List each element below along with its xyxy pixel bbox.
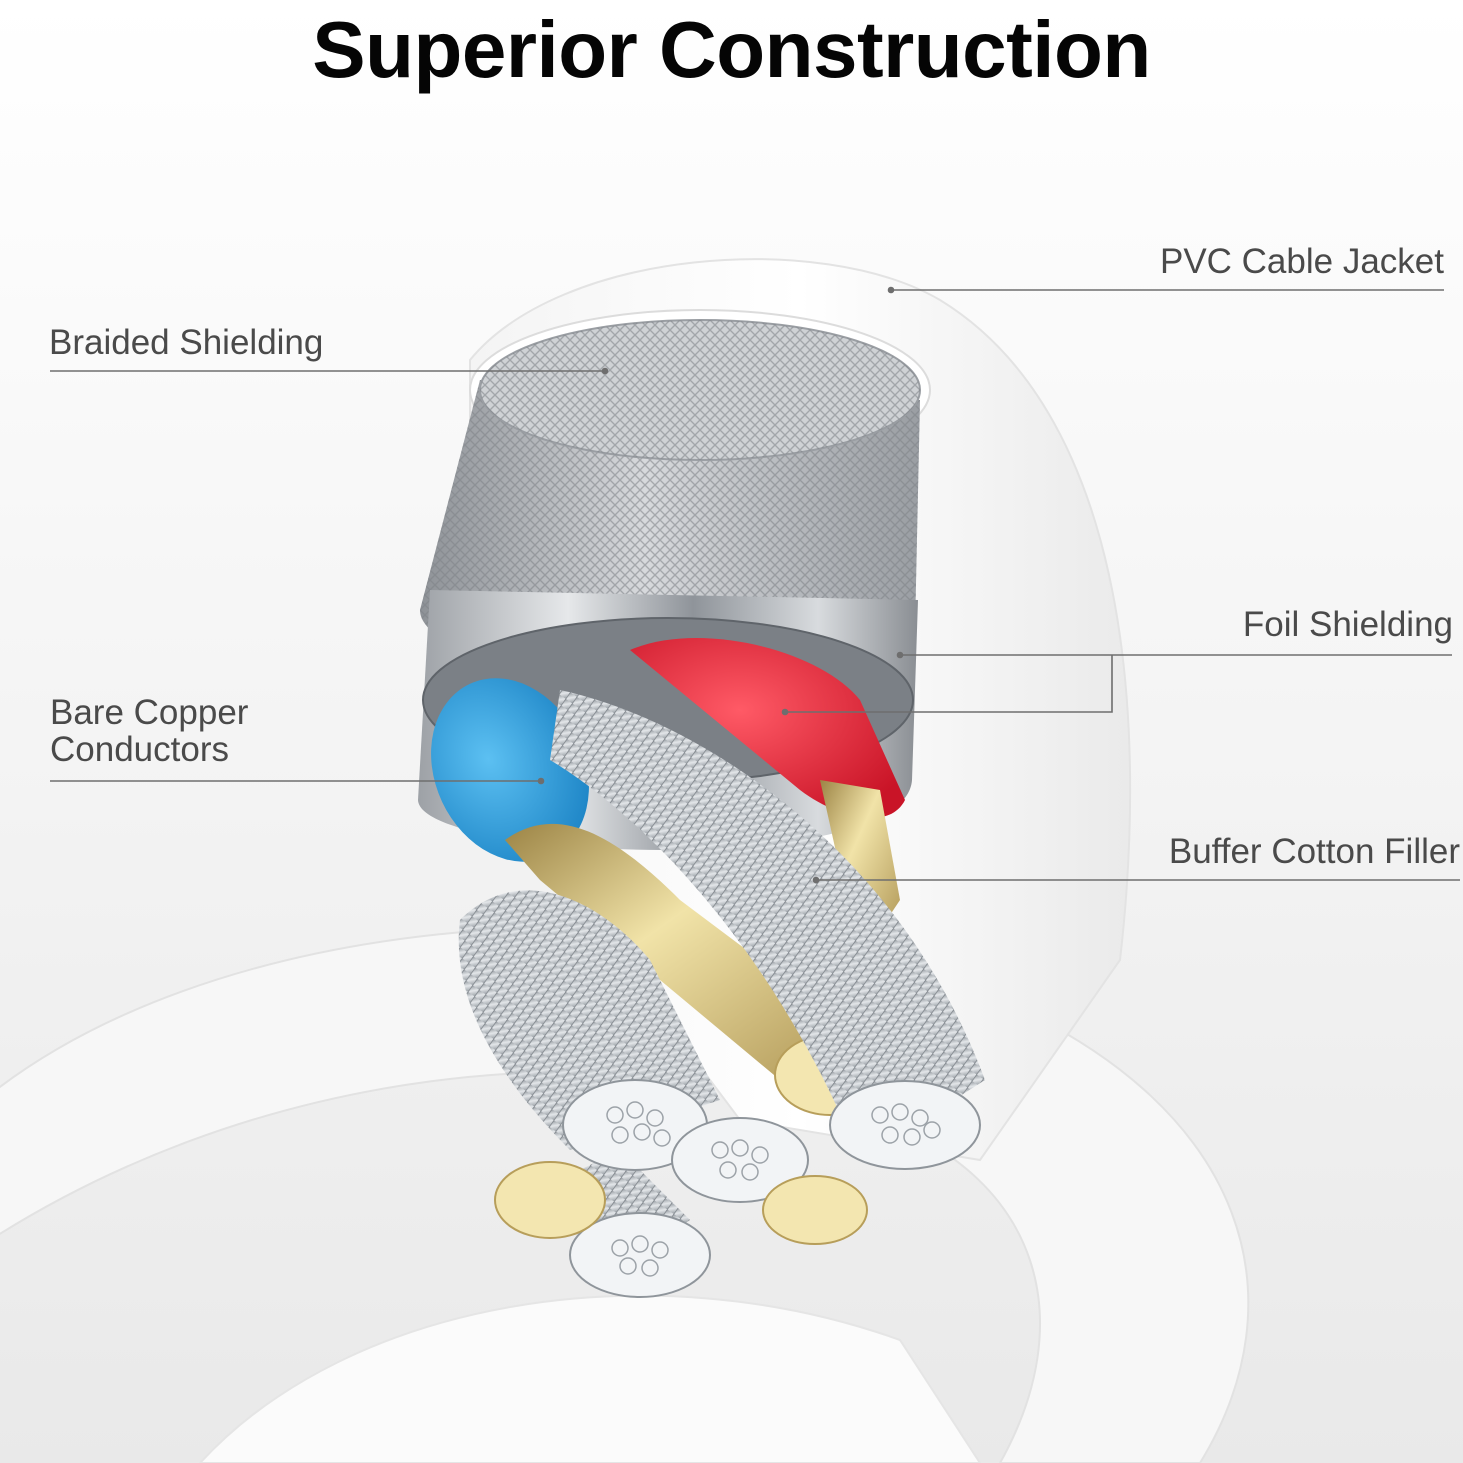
leader-foil-shielding-inner: [785, 655, 1113, 713]
label-foil-shielding: Foil Shielding: [1242, 605, 1453, 644]
page-title: Superior Construction: [312, 5, 1151, 94]
label-bare-copper-conductors: Bare Copper Conductors: [50, 694, 248, 768]
label-bare-copper-line1: Bare Copper: [50, 693, 249, 732]
label-pvc-cable-jacket: PVC Cable Jacket: [1159, 242, 1444, 281]
label-buffer-cotton-filler: Buffer Cotton Filler: [1168, 832, 1460, 871]
label-braided-shielding: Braided Shielding: [49, 323, 324, 362]
callout-leader-lines: [50, 286, 1460, 884]
strand-end-faces: [562, 1079, 981, 1298]
label-bare-copper-line2: Conductors: [50, 730, 229, 769]
